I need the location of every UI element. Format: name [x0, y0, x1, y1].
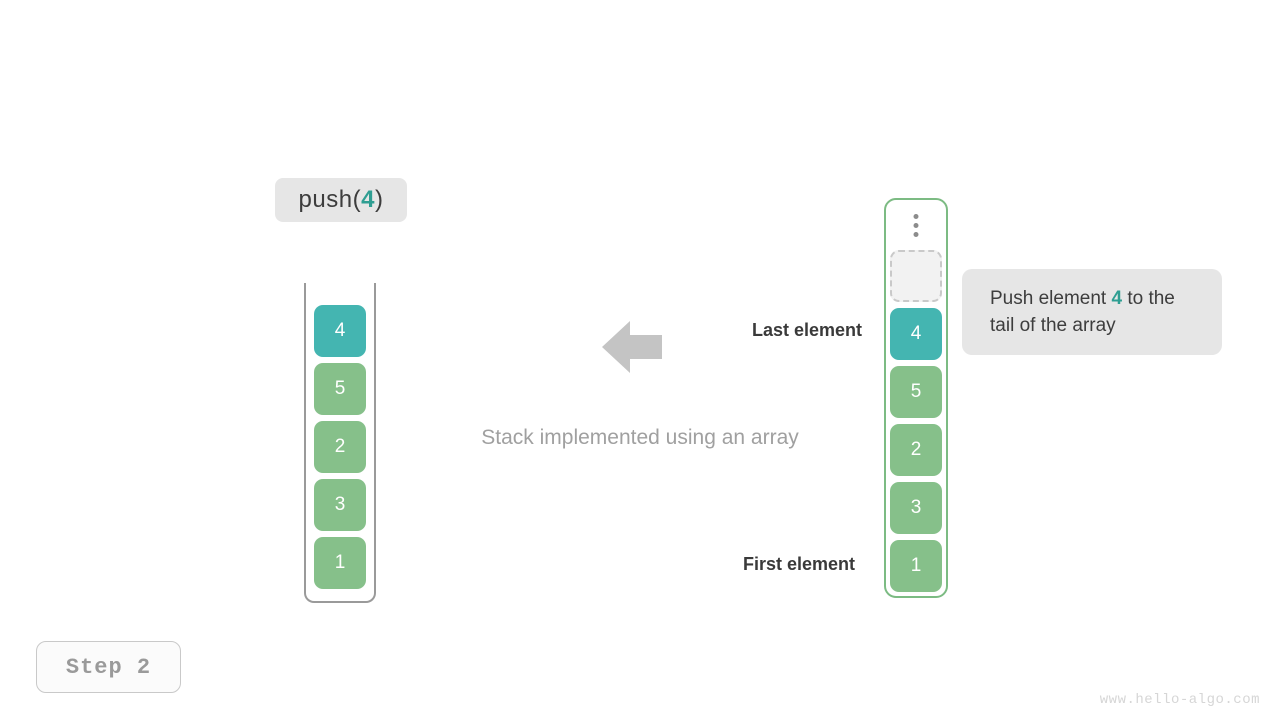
stack-cell: 3 [314, 479, 366, 531]
left-arrow-icon [602, 318, 662, 376]
stack-cell-list: 4 5 2 3 1 [314, 305, 366, 589]
dot [913, 223, 919, 228]
tooltip-text-after: to the tail of the array [990, 288, 1175, 336]
step-badge: Step 2 [36, 641, 181, 693]
vertical-dots-icon [913, 214, 919, 237]
stack-cell: 4 [314, 305, 366, 357]
stack-cell-value: 3 [334, 494, 346, 515]
operation-suffix: ) [374, 186, 384, 213]
dot [913, 214, 919, 219]
last-element-label: Last element [751, 320, 862, 340]
operation-prefix: push( [298, 186, 362, 213]
stack-cell-value: 2 [334, 436, 346, 457]
array-cell: 1 [890, 540, 942, 592]
explanation-tooltip: Push element 4 to the tail of the array [962, 269, 1222, 355]
tooltip-text-before: Push element [990, 288, 1112, 309]
array-cell-list: 4 5 2 3 1 [890, 250, 942, 592]
array-cell-value: 3 [910, 497, 922, 518]
first-element-label: First element [742, 554, 855, 574]
stack-visualization: 4 5 2 3 1 [304, 283, 376, 603]
array-cell: 3 [890, 482, 942, 534]
array-cell: 2 [890, 424, 942, 476]
diagram-caption: Stack implemented using an array [481, 426, 799, 449]
stack-cell-value: 5 [334, 378, 346, 399]
operation-label: push(4) [275, 178, 407, 222]
stack-cell: 1 [314, 537, 366, 589]
dot [913, 232, 919, 237]
array-empty-slot [890, 250, 942, 302]
array-cell: 5 [890, 366, 942, 418]
stack-cell: 5 [314, 363, 366, 415]
tooltip-text: Push element 4 to the tail of the array [990, 285, 1194, 339]
stack-cell-value: 1 [334, 552, 346, 573]
array-cell: 4 [890, 308, 942, 360]
operation-value: 4 [361, 186, 375, 213]
array-visualization: 4 5 2 3 1 [884, 198, 948, 598]
watermark: www.hello-algo.com [1099, 692, 1260, 708]
tooltip-value: 4 [1111, 288, 1123, 309]
array-cell-value: 4 [910, 323, 922, 344]
array-cell-value: 5 [910, 381, 922, 402]
stack-cell-value: 4 [334, 320, 346, 341]
stack-cell: 2 [314, 421, 366, 473]
array-cell-value: 1 [910, 555, 922, 576]
array-cell-value: 2 [910, 439, 922, 460]
step-badge-label: Step 2 [65, 654, 152, 680]
